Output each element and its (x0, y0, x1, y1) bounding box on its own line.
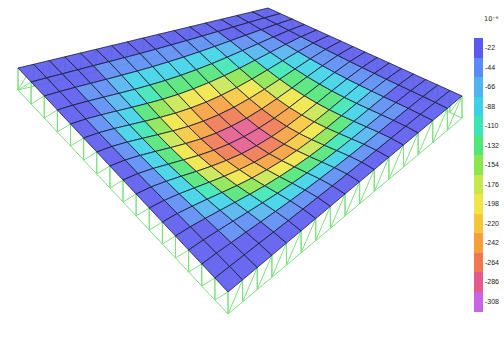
legend-value: -110 (485, 122, 499, 129)
legend-value: -88 (485, 103, 495, 110)
mesh-cell (435, 91, 462, 109)
legend-value: -22 (485, 44, 495, 51)
support-trusses (18, 8, 462, 314)
legend-value: -154 (485, 161, 499, 168)
legend-swatch (474, 253, 483, 273)
legend-swatch (474, 136, 483, 156)
legend-value: -242 (485, 239, 499, 246)
legend-swatch (474, 233, 483, 253)
legend-value: -132 (485, 142, 499, 149)
legend-swatch (474, 58, 483, 78)
legend-swatch (474, 116, 483, 136)
legend-value: -66 (485, 83, 495, 90)
legend-swatch (474, 38, 483, 58)
legend-value: -308 (485, 298, 499, 305)
legend-swatch (474, 292, 483, 312)
legend-swatch (474, 214, 483, 234)
legend-swatch (474, 194, 483, 214)
legend-swatch (474, 155, 483, 175)
legend-value: -198 (485, 200, 499, 207)
legend-swatch (474, 97, 483, 117)
legend-value: -286 (485, 278, 499, 285)
legend-value: -264 (485, 259, 499, 266)
legend-swatch (474, 272, 483, 292)
legend-value: -176 (485, 181, 499, 188)
legend-swatch (474, 77, 483, 97)
legend-value: -44 (485, 64, 495, 71)
legend-value: -220 (485, 220, 499, 227)
plate-cells (18, 8, 462, 292)
legend-swatch (474, 175, 483, 195)
unit-label: 10⁻⁶ (484, 16, 498, 23)
